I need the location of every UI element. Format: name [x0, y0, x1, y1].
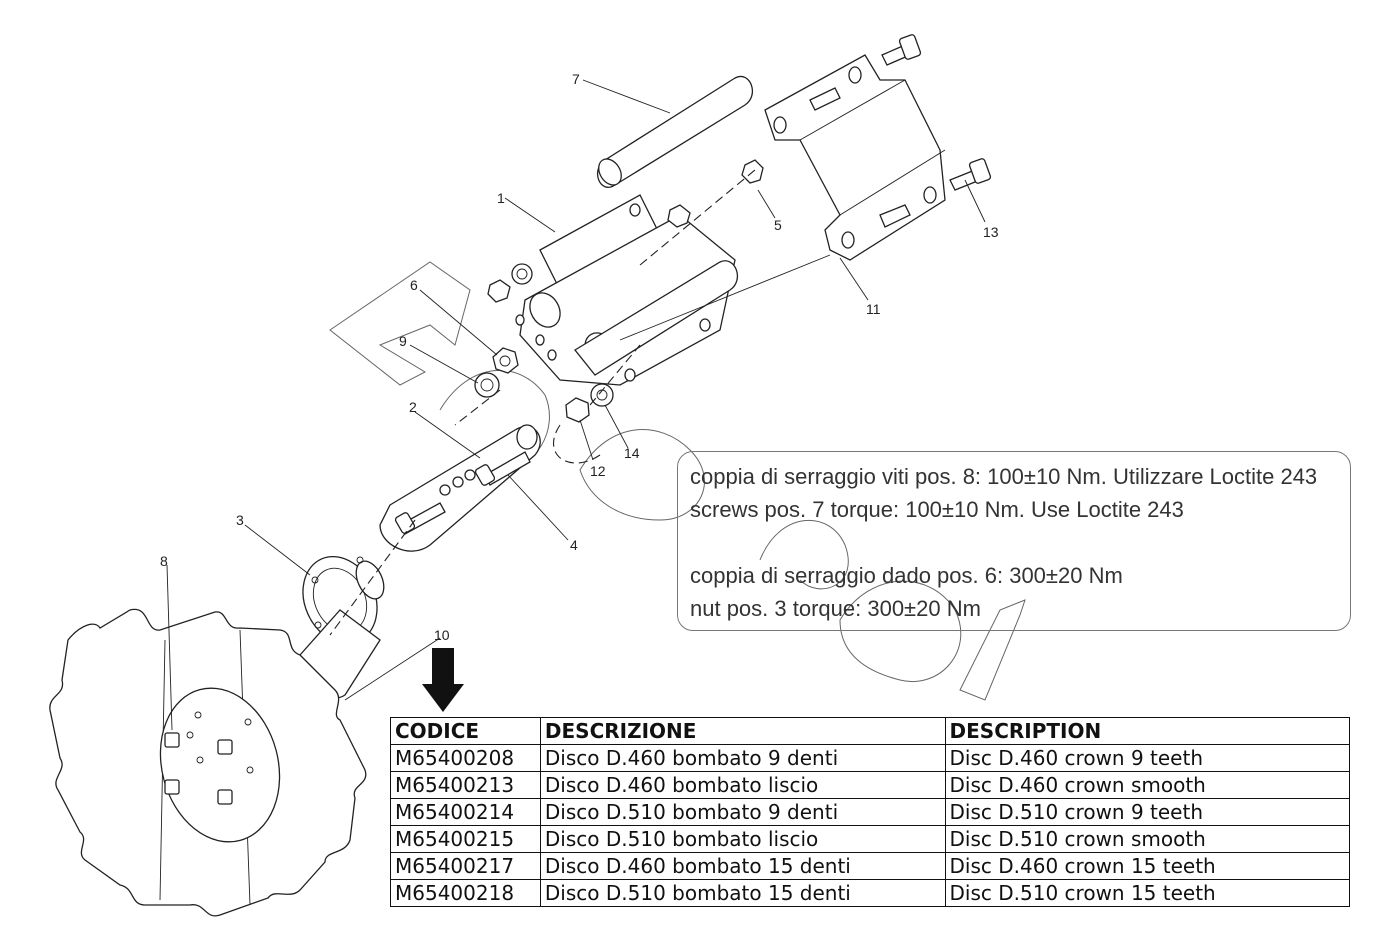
table-row: M65400213 Disco D.460 bombato liscio Dis…: [390, 771, 1351, 799]
down-arrow-icon: [422, 648, 464, 712]
cell-descrizione: Disco D.460 bombato 15 denti: [539, 852, 946, 880]
cell-code: M65400218: [390, 879, 541, 907]
cell-description: Disc D.460 crown smooth: [944, 771, 1351, 799]
callout-2: 2: [409, 399, 417, 415]
callout-5: 5: [774, 217, 782, 233]
table-row: M65400218 Disco D.510 bombato 15 denti D…: [390, 879, 1351, 907]
part-nuts-washers: [474, 159, 764, 423]
cell-descrizione: Disco D.510 bombato 15 denti: [539, 879, 946, 907]
table-header-row: CODICE DESCRIZIONE DESCRIPTION: [390, 717, 1351, 745]
header-descrizione: DESCRIZIONE: [539, 717, 946, 745]
callout-labels: 7 1 5 6 9 2 3 4 8 10 11 13 12 14: [160, 71, 999, 643]
callout-10: 10: [434, 627, 450, 643]
leader-lines: [166, 79, 986, 731]
note-line-4: nut pos. 3 torque: 300±20 Nm: [690, 596, 981, 621]
assembly-lines: [329, 169, 756, 636]
part-arm-2: [379, 424, 541, 552]
note-line-1: coppia di serraggio viti pos. 8: 100±10 …: [690, 464, 1318, 489]
cell-description: Disc D.510 crown 9 teeth: [944, 798, 1351, 826]
callout-11: 11: [866, 301, 881, 317]
part-bracket-11: [764, 54, 946, 261]
parts-table: CODICE DESCRIZIONE DESCRIPTION M65400208…: [390, 717, 1351, 907]
cell-description: Disc D.460 crown 9 teeth: [944, 744, 1351, 772]
callout-14: 14: [624, 445, 640, 461]
table-row: M65400217 Disco D.460 bombato 15 denti D…: [390, 852, 1351, 880]
torque-note: coppia di serraggio viti pos. 8: 100±10 …: [677, 451, 1351, 631]
cell-code: M65400213: [390, 771, 541, 799]
cell-descrizione: Disco D.460 bombato 9 denti: [539, 744, 946, 772]
cell-code: M65400217: [390, 852, 541, 880]
table-row: M65400214 Disco D.510 bombato 9 denti Di…: [390, 798, 1351, 826]
cell-code: M65400215: [390, 825, 541, 853]
header-codice: CODICE: [390, 717, 541, 745]
cell-description: Disc D.460 crown 15 teeth: [944, 852, 1351, 880]
header-description: DESCRIPTION: [944, 717, 1351, 745]
cell-description: Disc D.510 crown 15 teeth: [944, 879, 1351, 907]
table-row: M65400208 Disco D.460 bombato 9 denti Di…: [390, 744, 1351, 772]
cell-descrizione: Disco D.510 bombato 9 denti: [539, 798, 946, 826]
callout-4: 4: [570, 537, 578, 553]
cell-code: M65400208: [390, 744, 541, 772]
table-row: M65400215 Disco D.510 bombato liscio Dis…: [390, 825, 1351, 853]
callout-6: 6: [410, 277, 418, 293]
callout-7: 7: [572, 71, 580, 87]
callout-8: 8: [160, 553, 168, 569]
note-line-2: screws pos. 7 torque: 100±10 Nm. Use Loc…: [690, 497, 1184, 522]
part-tube-7: [596, 75, 754, 188]
watermark: [329, 261, 1026, 701]
part-disc-8: [49, 608, 367, 917]
callout-13: 13: [983, 224, 999, 240]
cell-descrizione: Disco D.460 bombato liscio: [539, 771, 946, 799]
callout-1: 1: [497, 190, 505, 206]
cell-descrizione: Disco D.510 bombato liscio: [539, 825, 946, 853]
cell-code: M65400214: [390, 798, 541, 826]
part-frame-1: [515, 194, 739, 386]
note-line-3: coppia di serraggio dado pos. 6: 300±20 …: [690, 563, 1123, 588]
cell-description: Disc D.510 crown smooth: [944, 825, 1351, 853]
callout-3: 3: [236, 512, 244, 528]
callout-12: 12: [590, 463, 606, 479]
callout-9: 9: [399, 333, 407, 349]
